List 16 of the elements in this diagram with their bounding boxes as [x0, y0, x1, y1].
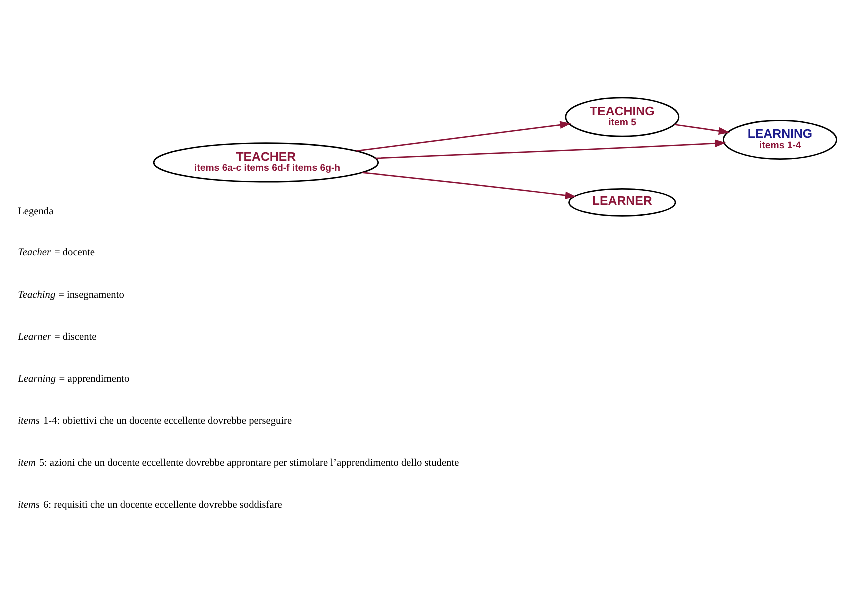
- label: Learning = apprendimento: [18, 373, 130, 384]
- node-ellipse: TEACHER items 6a-c items 6d-f items 6g-h: [153, 142, 380, 182]
- node-ellipse: LEARNING items 1-4: [723, 119, 838, 160]
- label: Teaching = insegnamento: [18, 289, 124, 300]
- label: Legenda: [18, 206, 54, 217]
- arrow: [362, 172, 576, 199]
- label: Teacher = docente: [18, 247, 96, 258]
- label: item 5: azioni che un docente eccellente dovrebbe approntare per stimolare l’apprendimento dello studente: [18, 457, 460, 468]
- node-ellipse: LEARNER: [568, 188, 676, 216]
- arrow: [376, 139, 726, 159]
- label: items 6: requisiti che un docente eccellente dovrebbe soddisfare: [18, 499, 282, 510]
- label: Learner = discente: [18, 331, 97, 342]
- label: items 1-4: obiettivi che un docente eccellente dovrebbe perseguire: [18, 415, 292, 426]
- arrow: [674, 124, 730, 135]
- arrow: [356, 120, 572, 152]
- node-ellipse: TEACHING item 5: [565, 96, 680, 137]
